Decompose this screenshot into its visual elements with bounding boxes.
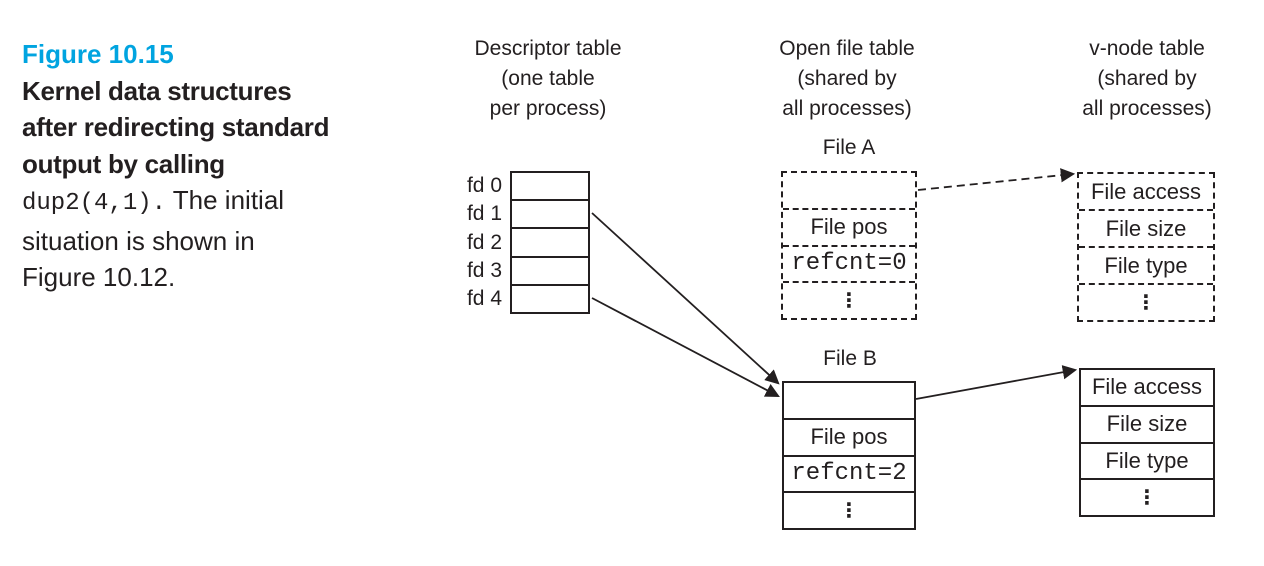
descriptor-cell-fd4 [512, 283, 588, 312]
arrow-fd4-to-file-b [591, 297, 780, 398]
vnode-b-type-row: File type [1081, 441, 1213, 479]
descriptor-cell-fd0 [512, 173, 588, 199]
caption-line: after redirecting standard [22, 112, 330, 142]
header-line: per process) [489, 97, 607, 120]
open-file-table-header: Open file table (shared by all processes… [737, 34, 957, 124]
vnode-a-ellipsis-row: ⋮ [1079, 283, 1213, 320]
vnode-b-ellipsis-row: ⋮ [1081, 478, 1213, 515]
figure-number: Figure 10.15 [22, 39, 174, 69]
header-line: all processes) [1082, 97, 1212, 120]
figure-caption: Figure 10.15 Kernel data structures afte… [22, 36, 422, 296]
file-a-label: File A [822, 136, 876, 159]
fd-label: fd 0 [466, 174, 502, 197]
header-line: v-node table [1089, 37, 1205, 60]
caption-line: dup2(4,1). The initial [22, 182, 422, 223]
header-line: Open file table [779, 37, 915, 60]
vnode-b-access-row: File access [1091, 374, 1203, 400]
descriptor-cell-fd1 [512, 199, 588, 227]
caption-line: output by calling [22, 148, 225, 179]
file-a-refcnt-row: refcnt=0 [783, 244, 915, 282]
fd-label: fd 2 [466, 230, 502, 254]
caption-line: Kernel data structures [22, 75, 292, 106]
file-b-entry: File pos refcnt=2 ⋮ [782, 381, 916, 530]
vnode-table-header: v-node table (shared by all processes) [1037, 34, 1257, 124]
fd-label: fd 1 [466, 202, 502, 226]
file-b-empty-row [784, 383, 914, 418]
header-line: Descriptor table [474, 37, 622, 60]
header-line: (shared by [797, 67, 897, 90]
file-a-filepos-row: File pos [783, 207, 915, 245]
descriptor-cell-fd3 [512, 255, 588, 284]
file-b-ellipsis-row: ⋮ [784, 491, 914, 528]
descriptor-table-header: Descriptor table (one table per process) [438, 34, 658, 124]
fd-label: fd 3 [466, 258, 502, 282]
caption-text: The initial [166, 185, 285, 215]
vnode-a-access-row: File access [1090, 178, 1202, 204]
file-a-entry: File pos refcnt=0 ⋮ [781, 171, 917, 320]
vnode-b-size-row: File size [1081, 404, 1213, 442]
vnode-a-size-row: File size [1079, 209, 1213, 246]
arrow-fd1-to-file-b [591, 212, 780, 385]
arrow-file-b-to-vnode-b [915, 365, 1078, 400]
header-line: (shared by [1097, 67, 1197, 90]
caption-line: Figure 10.12. [22, 262, 176, 292]
vnode-a-type-row: File type [1079, 246, 1213, 283]
file-a-empty-row [783, 173, 915, 208]
fd-label: fd 4 [466, 287, 502, 311]
descriptor-table [510, 171, 590, 314]
header-line: (one table [501, 67, 595, 90]
header-line: all processes) [782, 97, 912, 120]
arrow-file-a-to-vnode-a-dashed [917, 168, 1076, 191]
file-a-ellipsis-row: ⋮ [783, 281, 915, 318]
descriptor-cell-fd2 [512, 227, 588, 255]
caption-line: situation is shown in [22, 225, 255, 256]
file-b-label: File B [823, 347, 877, 370]
vnode-a-entry: File access File size File type ⋮ [1077, 172, 1215, 322]
vnode-b-entry: File access File size File type ⋮ [1079, 368, 1215, 517]
caption-code: dup2(4,1). [22, 190, 167, 217]
file-b-filepos-row: File pos [784, 417, 914, 455]
file-b-refcnt-row: refcnt=2 [784, 454, 914, 492]
